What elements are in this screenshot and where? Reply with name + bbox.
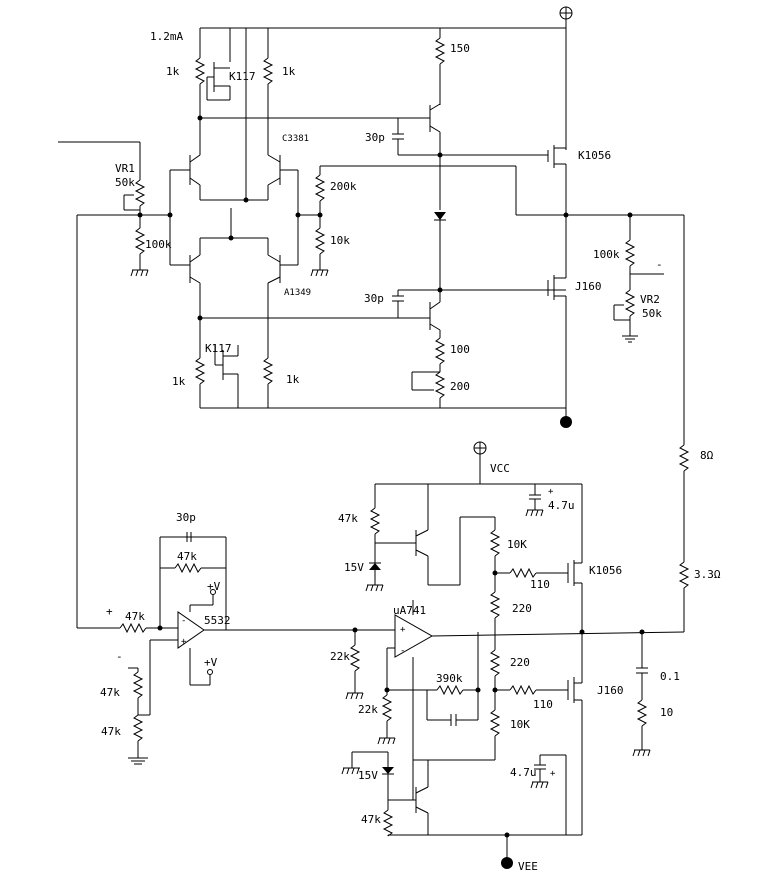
- label-r200k: 200k: [330, 180, 357, 193]
- label-r10k-mid: 10k: [330, 234, 350, 247]
- label-r110-top: 110: [530, 578, 550, 591]
- label-plus-pos: +V: [207, 580, 221, 593]
- label-r100k-left: 100k: [145, 238, 172, 251]
- label-r22k-a: 22k: [330, 650, 350, 663]
- label-plus-in: +: [106, 605, 113, 618]
- label-c0-1: 0.1: [660, 670, 680, 683]
- label-k117-bot: K117: [205, 342, 232, 355]
- label-r10k-bot: 10K: [510, 718, 530, 731]
- label-c4-7u-bot: 4.7u: [510, 766, 537, 779]
- load-network: [678, 215, 690, 632]
- label-vee: VEE: [518, 860, 538, 873]
- label-r47k-fb: 47k: [177, 550, 197, 563]
- label-r110-bot: 110: [533, 698, 553, 711]
- label-op5532-plus: +: [181, 637, 187, 647]
- bottom-amplifier: [76, 215, 685, 869]
- label-k1056-top: K1056: [578, 149, 611, 162]
- label-r100: 100: [450, 343, 470, 356]
- label-j160-top: J160: [575, 280, 602, 293]
- label-op5532-minus: -: [181, 616, 186, 626]
- label-minus-in: -: [116, 650, 123, 663]
- label-r1k-tr: 1k: [282, 65, 296, 78]
- label-r390k: 390k: [436, 672, 463, 685]
- label-r47k-top: 47k: [338, 512, 358, 525]
- label-c30p-top: 30p: [365, 131, 385, 144]
- vee-terminal: [501, 857, 513, 869]
- label-k1056-bot: K1056: [589, 564, 622, 577]
- label-op5532: 5532: [204, 614, 231, 627]
- label-plus-neg: +V: [204, 656, 218, 669]
- label-r100k-right: 100k: [593, 248, 620, 261]
- label-ua741-minus: -: [400, 646, 405, 656]
- label-k117-top: K117: [229, 70, 256, 83]
- label-r22k-b: 22k: [358, 703, 378, 716]
- label-c30p-bot: 30p: [364, 292, 384, 305]
- label-vr1-val: 50k: [115, 176, 135, 189]
- label-r220-bot: 220: [510, 656, 530, 669]
- label-vr2-val: 50k: [642, 307, 662, 320]
- label-j160-bot: J160: [597, 684, 624, 697]
- label-vr2: VR2: [640, 293, 660, 306]
- label-r47k-div2: 47k: [101, 725, 121, 738]
- label-r1k-bl: 1k: [172, 375, 186, 388]
- label-r200: 200: [450, 380, 470, 393]
- label-r47k-in: 47k: [125, 610, 145, 623]
- label-current: 1.2mA: [150, 30, 183, 43]
- label-r3-3ohm: 3.3Ω: [694, 568, 721, 581]
- label-r150: 150: [450, 42, 470, 55]
- label-r1k-tl: 1k: [166, 65, 180, 78]
- label-c4-7u-top: 4.7u: [548, 499, 575, 512]
- label-r10k-top: 10K: [507, 538, 527, 551]
- label-vr1: VR1: [115, 162, 135, 175]
- label-vcc: VCC: [490, 462, 510, 475]
- component-labels: 1.2mA 1k K117 1k C3381 150 30p K1056 VR1…: [100, 30, 721, 873]
- label-z15v-top: 15V: [344, 561, 364, 574]
- label-c3381: C3381: [282, 134, 309, 144]
- label-minus-right: -: [656, 258, 663, 271]
- label-c47u-top-plus: +: [548, 487, 554, 497]
- label-ua741-plus: +: [400, 625, 406, 635]
- label-r47k-div1: 47k: [100, 686, 120, 699]
- label-r10: 10: [660, 706, 673, 719]
- label-c47u-bot-plus: +: [550, 769, 556, 779]
- label-a1349: A1349: [284, 288, 311, 298]
- label-r1k-br: 1k: [286, 373, 300, 386]
- label-ua741: uA741: [393, 604, 426, 617]
- label-z15v-bot: 15V: [358, 769, 378, 782]
- label-r47k-bot: 47k: [361, 813, 381, 826]
- label-r8ohm: 8Ω: [700, 449, 714, 462]
- top-amplifier: [58, 6, 684, 428]
- label-r220-top: 220: [512, 602, 532, 615]
- label-c30p-fb: 30p: [176, 511, 196, 524]
